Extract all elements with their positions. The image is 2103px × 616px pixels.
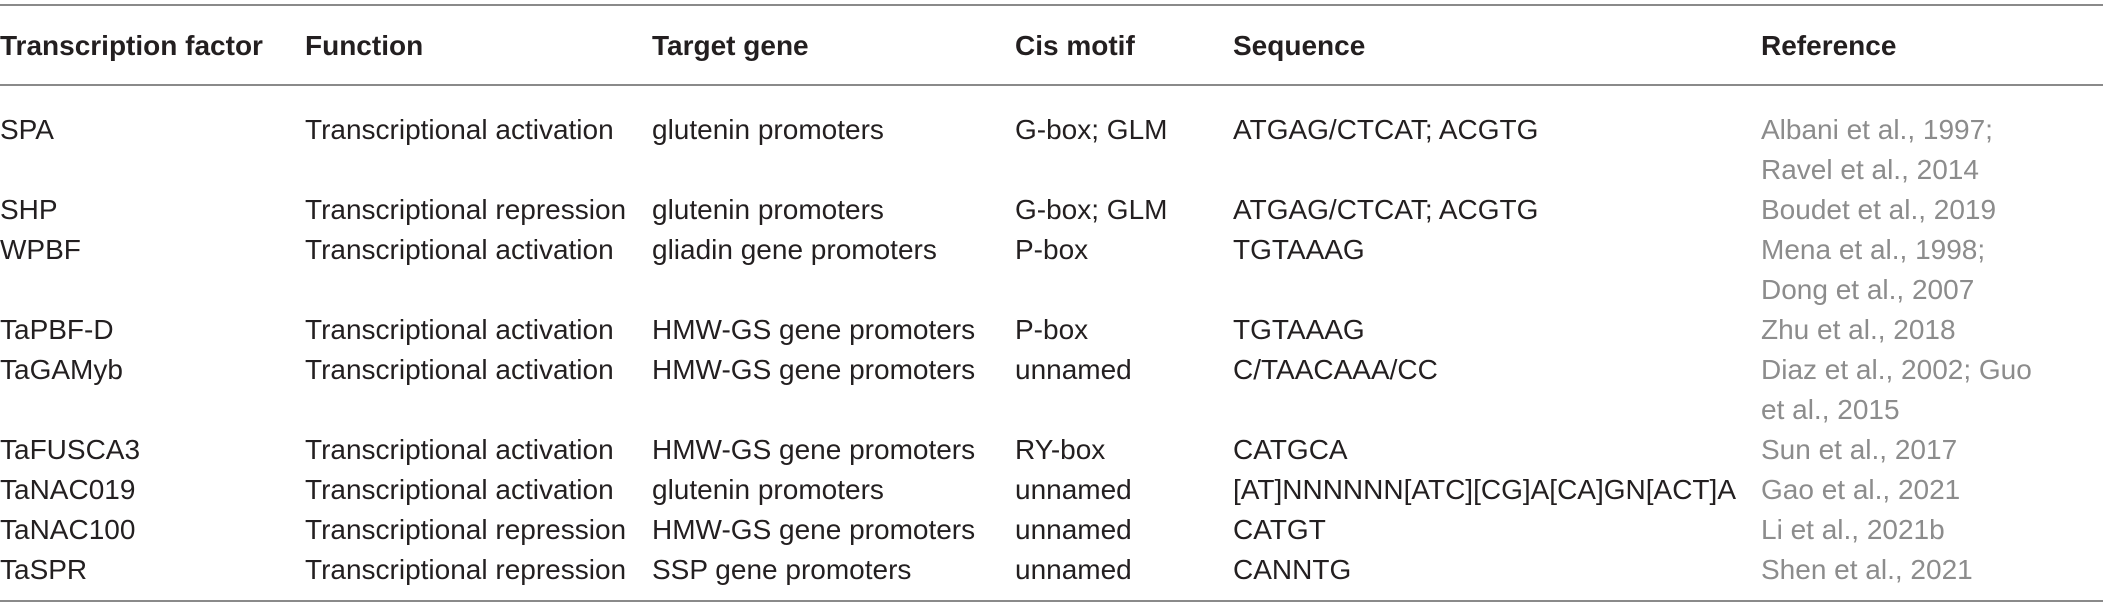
cell-target-gene: HMW-GS gene promoters bbox=[652, 434, 976, 465]
table-top-rule bbox=[0, 4, 2103, 6]
cell-target-gene: glutenin promoters bbox=[652, 194, 884, 225]
cell-target-gene: HMW-GS gene promoters bbox=[652, 514, 976, 545]
table-bottom-rule bbox=[0, 600, 2103, 602]
cell-cis-motif: G-box; GLM bbox=[1015, 194, 1168, 225]
cell-cis-motif: unnamed bbox=[1015, 554, 1132, 585]
reference-line: Zhu et al., 2018 bbox=[1761, 314, 1956, 345]
table-row: TaNAC100 Transcriptional repression HMW-GS… bbox=[0, 510, 2103, 550]
cell-transcription-factor: TaNAC100 bbox=[0, 514, 136, 545]
reference-line: Diaz et al., 2002; Guo bbox=[1761, 354, 2032, 385]
header-function: Function bbox=[305, 30, 424, 61]
table-row: TaGAMyb Transcriptional activation HMW-GS … bbox=[0, 350, 2103, 430]
cell-target-gene: glutenin promoters bbox=[652, 114, 884, 145]
table-row: TaSPR Transcriptional repression SSP gene … bbox=[0, 550, 2103, 590]
cell-sequence: TGTAAAG bbox=[1233, 234, 1365, 265]
reference-line: Mena et al., 1998; bbox=[1761, 234, 1986, 265]
header-cis-motif: Cis motif bbox=[1015, 30, 1135, 61]
table-row: WPBF Transcriptional activation gliadin ge… bbox=[0, 230, 2103, 310]
cell-function: Transcriptional activation bbox=[305, 114, 614, 145]
cell-function: Transcriptional activation bbox=[305, 354, 614, 385]
cell-reference: Mena et al., 1998; Dong et al., 2007 bbox=[1761, 230, 2103, 310]
cell-sequence: ATGAG/CTCAT; ACGTG bbox=[1233, 194, 1539, 225]
cell-transcription-factor: TaSPR bbox=[0, 554, 88, 585]
cell-function: Transcriptional repression bbox=[305, 194, 627, 225]
cell-cis-motif: unnamed bbox=[1015, 354, 1132, 385]
cell-reference: Li et al., 2021b bbox=[1761, 510, 2103, 550]
cell-transcription-factor: TaGAMyb bbox=[0, 354, 123, 385]
reference-line: Boudet et al., 2019 bbox=[1761, 194, 1997, 225]
cell-target-gene: gliadin gene promoters bbox=[652, 234, 937, 265]
cell-function: Transcriptional activation bbox=[305, 474, 614, 505]
cell-cis-motif: P-box bbox=[1015, 234, 1089, 265]
cell-function: Transcriptional activation bbox=[305, 434, 614, 465]
cell-function: Transcriptional activation bbox=[305, 234, 614, 265]
reference-line: Ravel et al., 2014 bbox=[1761, 154, 1979, 185]
cell-cis-motif: RY-box bbox=[1015, 434, 1106, 465]
table-row: TaFUSCA3 Transcriptional activation HMW-GS… bbox=[0, 430, 2103, 470]
cell-function: Transcriptional repression bbox=[305, 554, 627, 585]
header-target-gene: Target gene bbox=[652, 30, 809, 61]
cell-reference: Albani et al., 1997; Ravel et al., 2014 bbox=[1761, 92, 2103, 190]
cell-reference: Sun et al., 2017 bbox=[1761, 430, 2103, 470]
table-row: TaNAC019 Transcriptional activation gluten… bbox=[0, 470, 2103, 510]
cell-sequence: C/TAACAAA/CC bbox=[1233, 354, 1438, 385]
table-row: TaPBF-D Transcriptional activation HMW-GS … bbox=[0, 310, 2103, 350]
cell-cis-motif: unnamed bbox=[1015, 474, 1132, 505]
reference-line: Albani et al., 1997; bbox=[1761, 114, 1993, 145]
table-body: SPA Transcriptional activation glutenin pr… bbox=[0, 92, 2103, 590]
cell-sequence: [AT]NNNNNN[ATC][CG]A[CA]GN[ACT]A bbox=[1233, 474, 1736, 505]
cell-cis-motif: G-box; GLM bbox=[1015, 114, 1168, 145]
table-row: SPA Transcriptional activation glutenin pr… bbox=[0, 92, 2103, 190]
cell-target-gene: SSP gene promoters bbox=[652, 554, 912, 585]
cell-transcription-factor: SHP bbox=[0, 194, 58, 225]
cell-transcription-factor: TaFUSCA3 bbox=[0, 434, 141, 465]
header-transcription-factor: Transcription factor bbox=[0, 30, 263, 61]
cell-function: Transcriptional repression bbox=[305, 514, 627, 545]
reference-line: Li et al., 2021b bbox=[1761, 514, 1945, 545]
reference-line: et al., 2015 bbox=[1761, 394, 1900, 425]
cell-reference: Gao et al., 2021 bbox=[1761, 470, 2103, 510]
reference-line: Dong et al., 2007 bbox=[1761, 274, 1975, 305]
cell-reference: Shen et al., 2021 bbox=[1761, 550, 2103, 590]
cell-reference: Diaz et al., 2002; Guo et al., 2015 bbox=[1761, 350, 2103, 430]
table-row: SHP Transcriptional repression glutenin pr… bbox=[0, 190, 2103, 230]
cell-cis-motif: unnamed bbox=[1015, 514, 1132, 545]
cell-cis-motif: P-box bbox=[1015, 314, 1089, 345]
cell-sequence: CANNTG bbox=[1233, 554, 1352, 585]
cell-reference: Boudet et al., 2019 bbox=[1761, 190, 2103, 230]
cell-function: Transcriptional activation bbox=[305, 314, 614, 345]
reference-line: Shen et al., 2021 bbox=[1761, 554, 1973, 585]
cell-sequence: CATGCA bbox=[1233, 434, 1348, 465]
cell-transcription-factor: SPA bbox=[0, 114, 54, 145]
cell-sequence: ATGAG/CTCAT; ACGTG bbox=[1233, 114, 1539, 145]
reference-line: Sun et al., 2017 bbox=[1761, 434, 1958, 465]
cell-target-gene: HMW-GS gene promoters bbox=[652, 354, 976, 385]
table-header-row: Transcription factor Function Target gen… bbox=[0, 0, 2103, 92]
cell-transcription-factor: WPBF bbox=[0, 234, 81, 265]
cell-sequence: CATGT bbox=[1233, 514, 1326, 545]
cell-target-gene: HMW-GS gene promoters bbox=[652, 314, 976, 345]
cell-transcription-factor: TaPBF-D bbox=[0, 314, 114, 345]
cell-reference: Zhu et al., 2018 bbox=[1761, 310, 2103, 350]
transcription-factor-table: Transcription factor Function Target gen… bbox=[0, 0, 2103, 590]
header-sequence: Sequence bbox=[1233, 30, 1366, 61]
reference-line: Gao et al., 2021 bbox=[1761, 474, 1961, 505]
cell-transcription-factor: TaNAC019 bbox=[0, 474, 136, 505]
table-header-rule bbox=[0, 84, 2103, 86]
cell-sequence: TGTAAAG bbox=[1233, 314, 1365, 345]
header-reference: Reference bbox=[1761, 30, 1897, 61]
cell-target-gene: glutenin promoters bbox=[652, 474, 884, 505]
